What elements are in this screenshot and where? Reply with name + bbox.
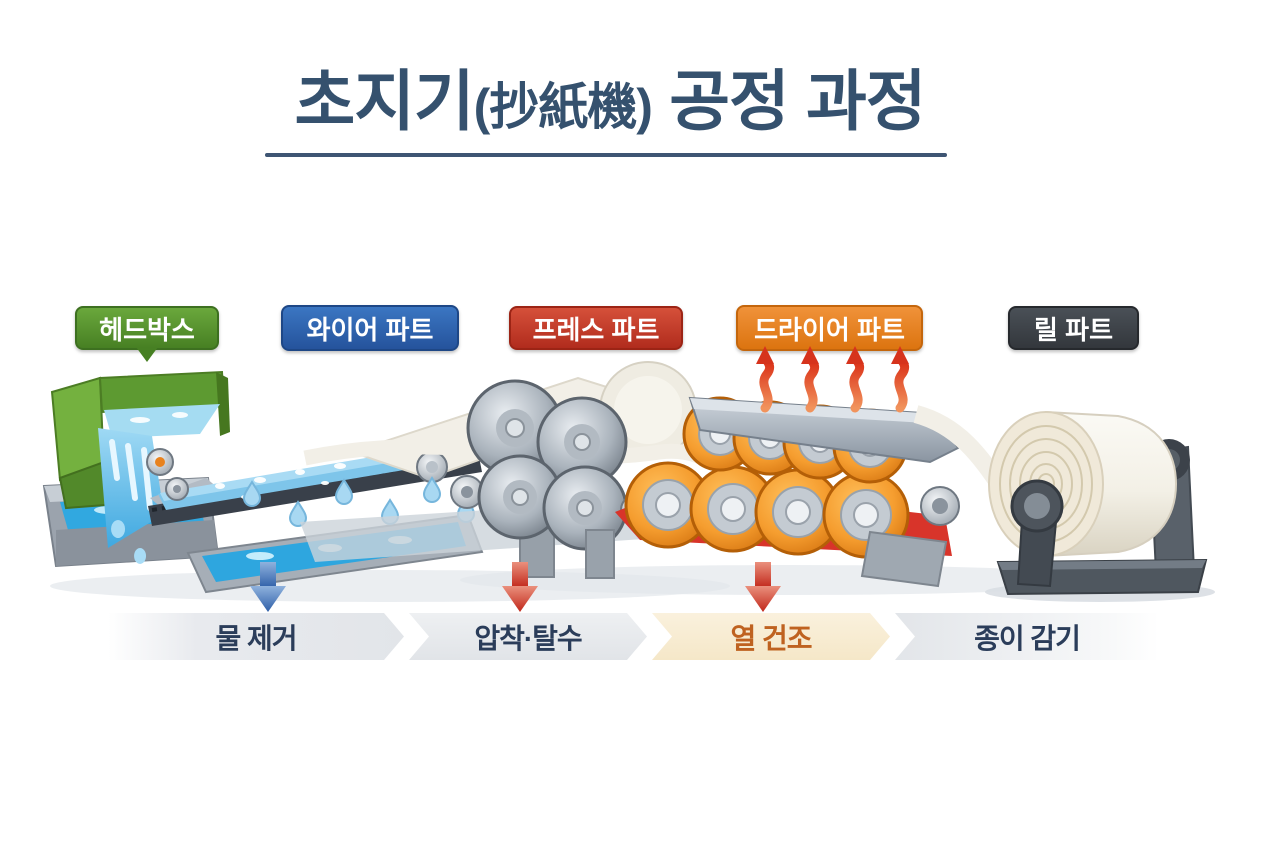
flow-step-text: 열 건조 bbox=[730, 622, 812, 654]
label-headbox-text: 헤드박스 bbox=[99, 314, 195, 345]
label-dryer-part: 드라이어 파트 bbox=[736, 305, 923, 351]
label-press-text: 프레스 파트 bbox=[532, 314, 660, 345]
page-title: 초지기(抄紙機) 공정 과정 bbox=[0, 48, 1220, 144]
press-rollers bbox=[466, 379, 628, 551]
label-wire-text: 와이어 파트 bbox=[306, 314, 434, 345]
flow-step-text: 물 제거 bbox=[215, 622, 297, 654]
label-press-part: 프레스 파트 bbox=[509, 306, 683, 350]
label-dryer-text: 드라이어 파트 bbox=[754, 314, 905, 345]
label-tail bbox=[136, 347, 158, 362]
flow-step-text: 종이 감기 bbox=[974, 622, 1081, 654]
flow-step-text: 압착·탈수 bbox=[474, 622, 582, 654]
headbox-stock bbox=[104, 404, 220, 438]
label-wire-part: 와이어 파트 bbox=[281, 305, 459, 351]
flow-step-press-dewater: 압착·탈수 bbox=[409, 613, 647, 660]
headbox-illustration bbox=[42, 370, 230, 568]
dryer-part-illustration bbox=[585, 346, 1024, 588]
title-hanja: (抄紙機) bbox=[473, 79, 653, 135]
down-arrow-blue-icon bbox=[250, 562, 286, 612]
stage-arrows bbox=[250, 562, 781, 612]
title-underline bbox=[265, 153, 947, 157]
title-main-2: 공정 과정 bbox=[651, 64, 926, 138]
heat-wave-icons bbox=[756, 346, 910, 413]
down-arrow-red-icon bbox=[745, 562, 781, 612]
process-flow-bar: 물 제거 압착·탈수 열 건조 종이 감기 bbox=[108, 613, 1164, 660]
reel-part-illustration bbox=[988, 410, 1208, 596]
label-reel-part: 릴 파트 bbox=[1008, 306, 1139, 350]
flow-step-paper-wind: 종이 감기 bbox=[895, 613, 1159, 660]
label-reel-text: 릴 파트 bbox=[1034, 314, 1113, 345]
flow-step-heat-dry: 열 건조 bbox=[652, 613, 890, 660]
title-main-1: 초지기 bbox=[294, 64, 474, 138]
dryer-cylinders-bottom bbox=[624, 461, 910, 559]
flow-step-water-removal: 물 제거 bbox=[108, 613, 404, 660]
label-headbox: 헤드박스 bbox=[75, 306, 219, 362]
down-arrow-red-icon bbox=[502, 562, 538, 612]
